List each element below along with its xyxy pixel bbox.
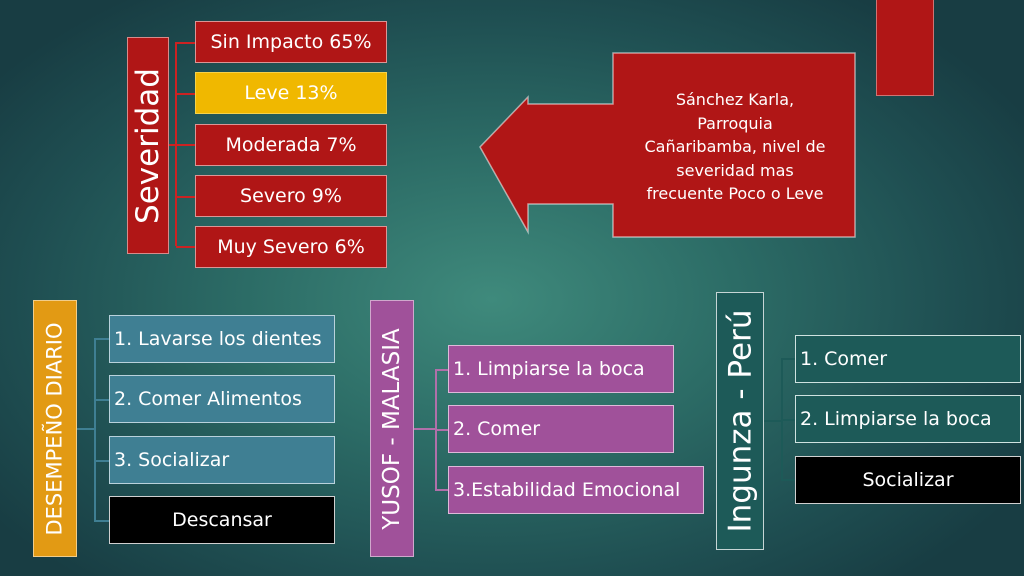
desempeno-item-lavarse: 1. Lavarse los dientes	[109, 315, 335, 363]
severidad-branch	[176, 42, 195, 44]
severidad-title-box: Severidad	[127, 37, 169, 254]
severidad-branch	[176, 246, 195, 248]
desempeno-branch	[95, 520, 109, 522]
yusof-branch	[436, 369, 449, 371]
callout-line: Cañaribamba, nivel de	[644, 137, 826, 156]
severidad-branch	[176, 144, 195, 146]
callout-text: Sánchez Karla, Parroquia Cañaribamba, ni…	[614, 88, 856, 206]
callout-line: severidad mas	[676, 160, 794, 180]
desempeno-item-socializar: 3. Socializar	[109, 436, 335, 484]
yusof-title: YUSOF - MALASIA	[379, 327, 406, 530]
desempeno-branch	[95, 338, 109, 340]
desempeno-branch	[95, 460, 109, 462]
left-arrow-callout	[479, 52, 856, 238]
yusof-item-comer: 2. Comer	[448, 405, 674, 453]
desempeno-connector-stub	[77, 428, 95, 430]
yusof-item-estabilidad: 3.Estabilidad Emocional	[448, 466, 704, 514]
severidad-connector-stub	[169, 144, 177, 146]
yusof-branch	[436, 489, 449, 491]
severidad-branch	[176, 93, 195, 95]
ingunza-item-comer: 1. Comer	[795, 335, 1021, 383]
desempeno-title-box: DESEMPEÑO DIARIO	[33, 300, 77, 557]
desempeno-item-comer: 2. Comer Alimentos	[109, 375, 335, 423]
ingunza-title: Ingunza - Perú	[722, 309, 759, 533]
severidad-item-leve: Leve 13%	[195, 72, 387, 114]
ingunza-branch	[782, 419, 796, 421]
severidad-item-muy-severo: Muy Severo 6%	[195, 226, 387, 268]
desempeno-item-descansar: Descansar	[109, 496, 335, 544]
severidad-item-moderada: Moderada 7%	[195, 124, 387, 166]
callout-line: frecuente Poco o Leve	[646, 184, 824, 203]
ingunza-branch	[782, 358, 796, 360]
severidad-branch	[176, 196, 195, 198]
ingunza-title-box: Ingunza - Perú	[716, 292, 764, 550]
desempeno-title: DESEMPEÑO DIARIO	[43, 321, 68, 536]
severidad-title: Severidad	[130, 67, 167, 224]
callout-line: Parroquia	[697, 113, 773, 133]
ingunza-item-socializar: Socializar	[795, 456, 1021, 504]
severidad-item-sin-impacto: Sin Impacto 65%	[195, 21, 387, 63]
ingunza-branch	[782, 479, 796, 481]
ingunza-item-limpiarse: 2. Limpiarse la boca	[795, 395, 1021, 443]
yusof-connector-stub	[414, 428, 436, 430]
corner-accent	[876, 0, 934, 96]
ingunza-connector-stub	[764, 420, 782, 422]
severidad-item-severo: Severo 9%	[195, 175, 387, 217]
yusof-branch	[436, 429, 449, 431]
desempeno-branch	[95, 399, 109, 401]
callout-line: Sánchez Karla,	[675, 90, 795, 109]
yusof-item-limpiarse: 1. Limpiarse la boca	[448, 345, 674, 393]
yusof-title-box: YUSOF - MALASIA	[370, 300, 414, 557]
desempeno-connector	[94, 338, 96, 522]
